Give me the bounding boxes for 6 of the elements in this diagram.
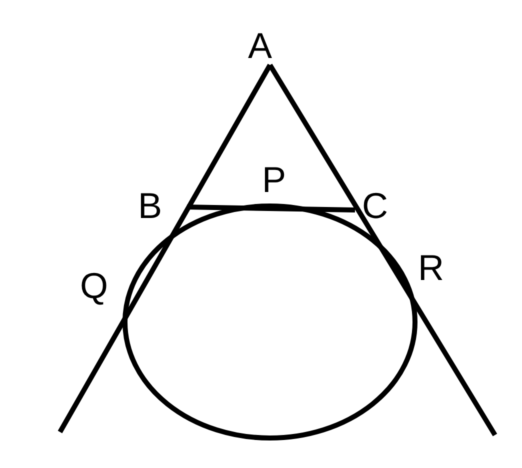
point-label: Q [80,268,108,304]
point-label: C [362,188,388,224]
point-label: R [418,250,444,286]
point-label: P [262,162,286,198]
point-label: B [138,188,162,224]
point-label: A [248,28,272,64]
